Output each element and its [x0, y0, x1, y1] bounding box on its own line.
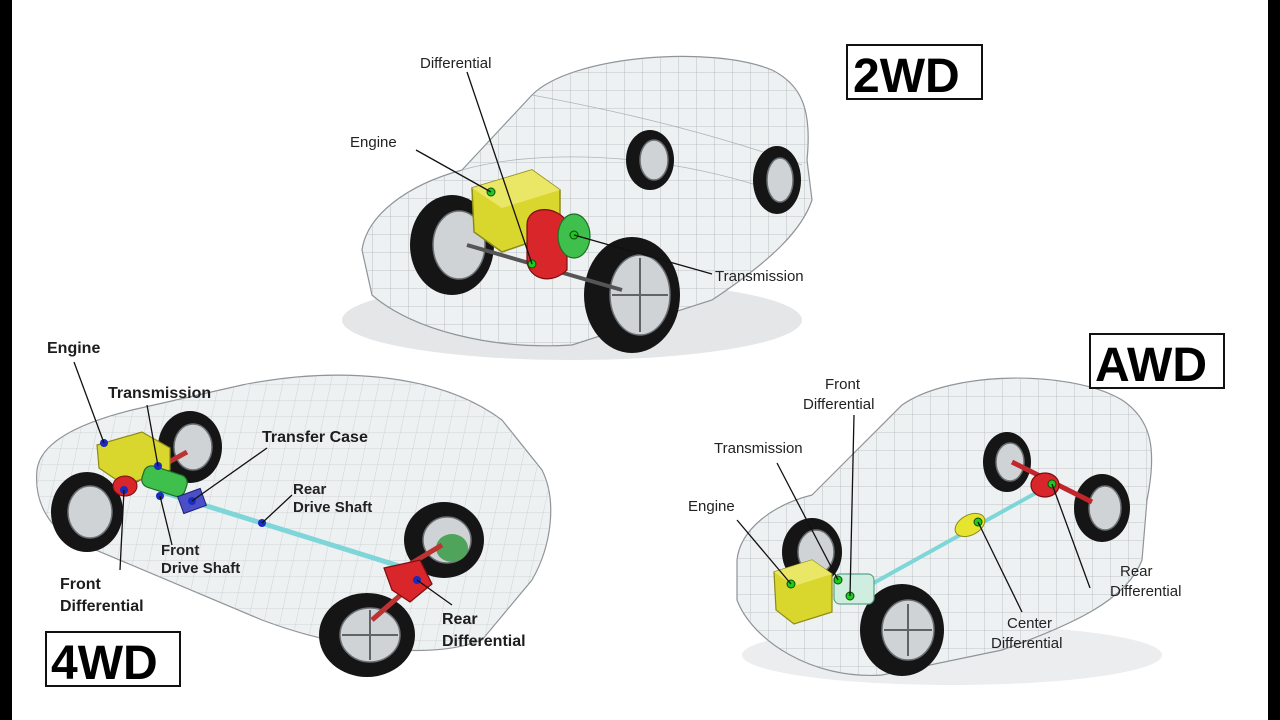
transmission-4wd	[141, 465, 188, 498]
label-4wd-engine: Engine	[47, 340, 100, 357]
label-awd-rear-differential-line2: Differential	[1110, 583, 1181, 600]
label-4wd-transmission: Transmission	[108, 385, 211, 402]
label-awd-rear-differential-line1: Rear	[1120, 563, 1153, 580]
label-4wd-transfer-case: Transfer Case	[262, 429, 368, 446]
title-box-4wd: 4WD	[45, 631, 181, 690]
title-4wd: 4WD	[51, 637, 158, 690]
wheel-4wd-rear-right	[404, 502, 484, 578]
label-4wd-front-drive-shaft-line2: Drive Shaft	[161, 560, 240, 577]
drivetrain-comparison-diagram: Differential Engine Transmission 2WD	[12, 0, 1268, 720]
diagram-canvas: Differential Engine Transmission 2WD	[35, 44, 1225, 690]
label-awd-engine: Engine	[688, 498, 735, 515]
title-2wd: 2WD	[853, 50, 960, 103]
label-awd-front-differential-line1: Front	[825, 376, 861, 393]
label-awd-front-differential-line2: Differential	[803, 396, 874, 413]
wheel-4wd-rear-left	[319, 593, 415, 677]
label-4wd-front-differential-line2: Differential	[60, 598, 144, 615]
label-2wd-engine: Engine	[350, 134, 397, 151]
car-4wd	[35, 361, 552, 677]
car-2wd	[342, 55, 813, 360]
title-box-2wd: 2WD	[846, 44, 983, 103]
title-awd: AWD	[1095, 339, 1207, 392]
engine-awd	[773, 559, 833, 625]
wheel-awd-rear-left	[983, 432, 1031, 492]
label-4wd-rear-differential-line2: Differential	[442, 633, 526, 650]
label-4wd-front-differential-line1: Front	[60, 576, 102, 593]
label-4wd-rear-drive-shaft-line1: Rear	[293, 481, 327, 498]
wheel-2wd-rear-right	[753, 146, 801, 214]
car-awd	[736, 377, 1162, 685]
label-2wd-transmission: Transmission	[715, 268, 804, 285]
rear-differential-awd	[1030, 472, 1060, 498]
wheel-2wd-rear-left	[626, 130, 674, 190]
label-awd-center-differential-line1: Center	[1007, 615, 1052, 632]
rear-differential-4wd	[383, 559, 433, 603]
label-awd-center-differential-line2: Differential	[991, 635, 1062, 652]
label-4wd-rear-drive-shaft-line2: Drive Shaft	[293, 499, 372, 516]
wheel-4wd-front-left	[51, 472, 123, 552]
wheel-awd-rear-right	[1074, 474, 1130, 542]
wheel-4wd-front-right	[158, 411, 222, 483]
title-box-awd: AWD	[1089, 333, 1225, 392]
transmission-awd	[833, 573, 875, 605]
label-awd-transmission: Transmission	[714, 440, 803, 457]
wheel-2wd-front-right	[584, 237, 680, 353]
label-4wd-rear-differential-line1: Rear	[442, 611, 478, 628]
label-2wd-differential: Differential	[420, 55, 491, 72]
front-differential-4wd	[112, 475, 138, 497]
wheel-awd-front-right	[860, 584, 944, 676]
label-4wd-front-drive-shaft-line1: Front	[161, 542, 199, 559]
